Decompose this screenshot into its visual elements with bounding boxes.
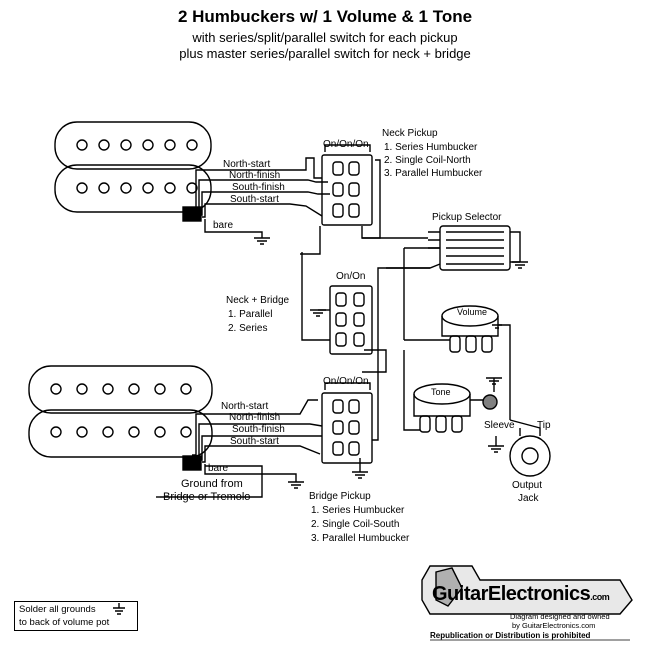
bridge-option-3: 3. Parallel Humbucker	[311, 533, 410, 544]
neck-bare-label: bare	[213, 220, 234, 231]
volume-label: Volume	[457, 307, 488, 317]
bridge-bare-label: bare	[208, 463, 229, 474]
pickup-selector-label: Pickup Selector	[432, 212, 502, 223]
neck-option-1: 1. Series Humbucker	[384, 142, 478, 153]
neck-wire-north-finish: North-finish	[229, 170, 281, 181]
bridge-pole-screws	[50, 383, 192, 438]
master-switch	[300, 226, 387, 373]
bridge-wire-south-finish: South-finish	[232, 424, 285, 435]
tone-label: Tone	[431, 387, 451, 397]
neck-wire-north-start: North-start	[223, 159, 271, 170]
ground-note-line-1: Ground from	[181, 478, 243, 490]
page-subtitle-2: plus master series/parallel switch for n…	[179, 46, 471, 61]
tone-pot	[403, 350, 502, 433]
jack-tip-label: Tip	[537, 420, 551, 431]
master-option-1: 1. Parallel	[228, 309, 273, 320]
master-switch-heading: Neck + Bridge	[226, 295, 290, 306]
solder-note-line-2: to back of volume pot	[19, 617, 110, 628]
solder-note: Solder all grounds to back of volume pot	[14, 601, 138, 631]
brand-line-2: by GuitarElectronics.com	[512, 621, 596, 630]
bridge-cable-tab	[182, 455, 202, 471]
jack-label-2: Jack	[518, 493, 539, 504]
brand-line-3: Republication or Distribution is prohibi…	[430, 631, 591, 640]
bridge-option-2: 2. Single Coil-South	[311, 519, 400, 530]
bridge-switch	[321, 267, 430, 479]
brand-line-1: Diagram designed and owned	[510, 612, 610, 621]
neck-pickup-heading: Neck Pickup	[382, 128, 438, 139]
brand-name: GuitarElectronics.com	[432, 583, 610, 606]
neck-option-3: 3. Parallel Humbucker	[384, 168, 483, 179]
neck-cable-tab	[182, 206, 202, 222]
bridge-switch-label: On/On/On	[323, 376, 369, 387]
brand-name-text: GuitarElectronics	[432, 583, 591, 605]
ground-icon	[113, 603, 125, 615]
brand-logo	[421, 565, 633, 641]
tone-capacitor	[482, 394, 498, 410]
pickup-selector	[362, 225, 528, 340]
bridge-option-1: 1. Series Humbucker	[311, 505, 405, 516]
bridge-wire-north-finish: North-finish	[229, 412, 281, 423]
neck-wire-south-start: South-start	[230, 194, 279, 205]
page-title: 2 Humbuckers w/ 1 Volume & 1 Tone	[177, 7, 473, 26]
solder-note-line-1: Solder all grounds	[19, 604, 96, 615]
jack-label-1: Output	[512, 480, 543, 491]
volume-pot	[404, 305, 511, 420]
page-subtitle-1: with series/split/parallel switch for ea…	[192, 30, 458, 45]
bridge-wire-north-start: North-start	[221, 401, 269, 412]
bridge-wire-south-start: South-start	[230, 436, 279, 447]
neck-switch	[321, 144, 381, 239]
neck-wire-south-finish: South-finish	[232, 182, 285, 193]
neck-humbucker	[54, 121, 212, 213]
master-option-2: 2. Series	[228, 323, 268, 334]
neck-switch-label: On/On/On	[323, 139, 369, 150]
neck-option-2: 2. Single Coil-North	[384, 155, 471, 166]
brand-tld: .com	[590, 592, 610, 602]
bridge-pickup-heading: Bridge Pickup	[309, 491, 371, 502]
output-jack	[488, 419, 551, 477]
neck-pole-screws	[76, 139, 198, 194]
bridge-humbucker	[28, 365, 213, 458]
master-switch-label: On/On	[336, 271, 366, 282]
ground-note-line-2: Bridge or Tremolo	[163, 491, 251, 503]
jack-sleeve-label: Sleeve	[484, 420, 515, 431]
